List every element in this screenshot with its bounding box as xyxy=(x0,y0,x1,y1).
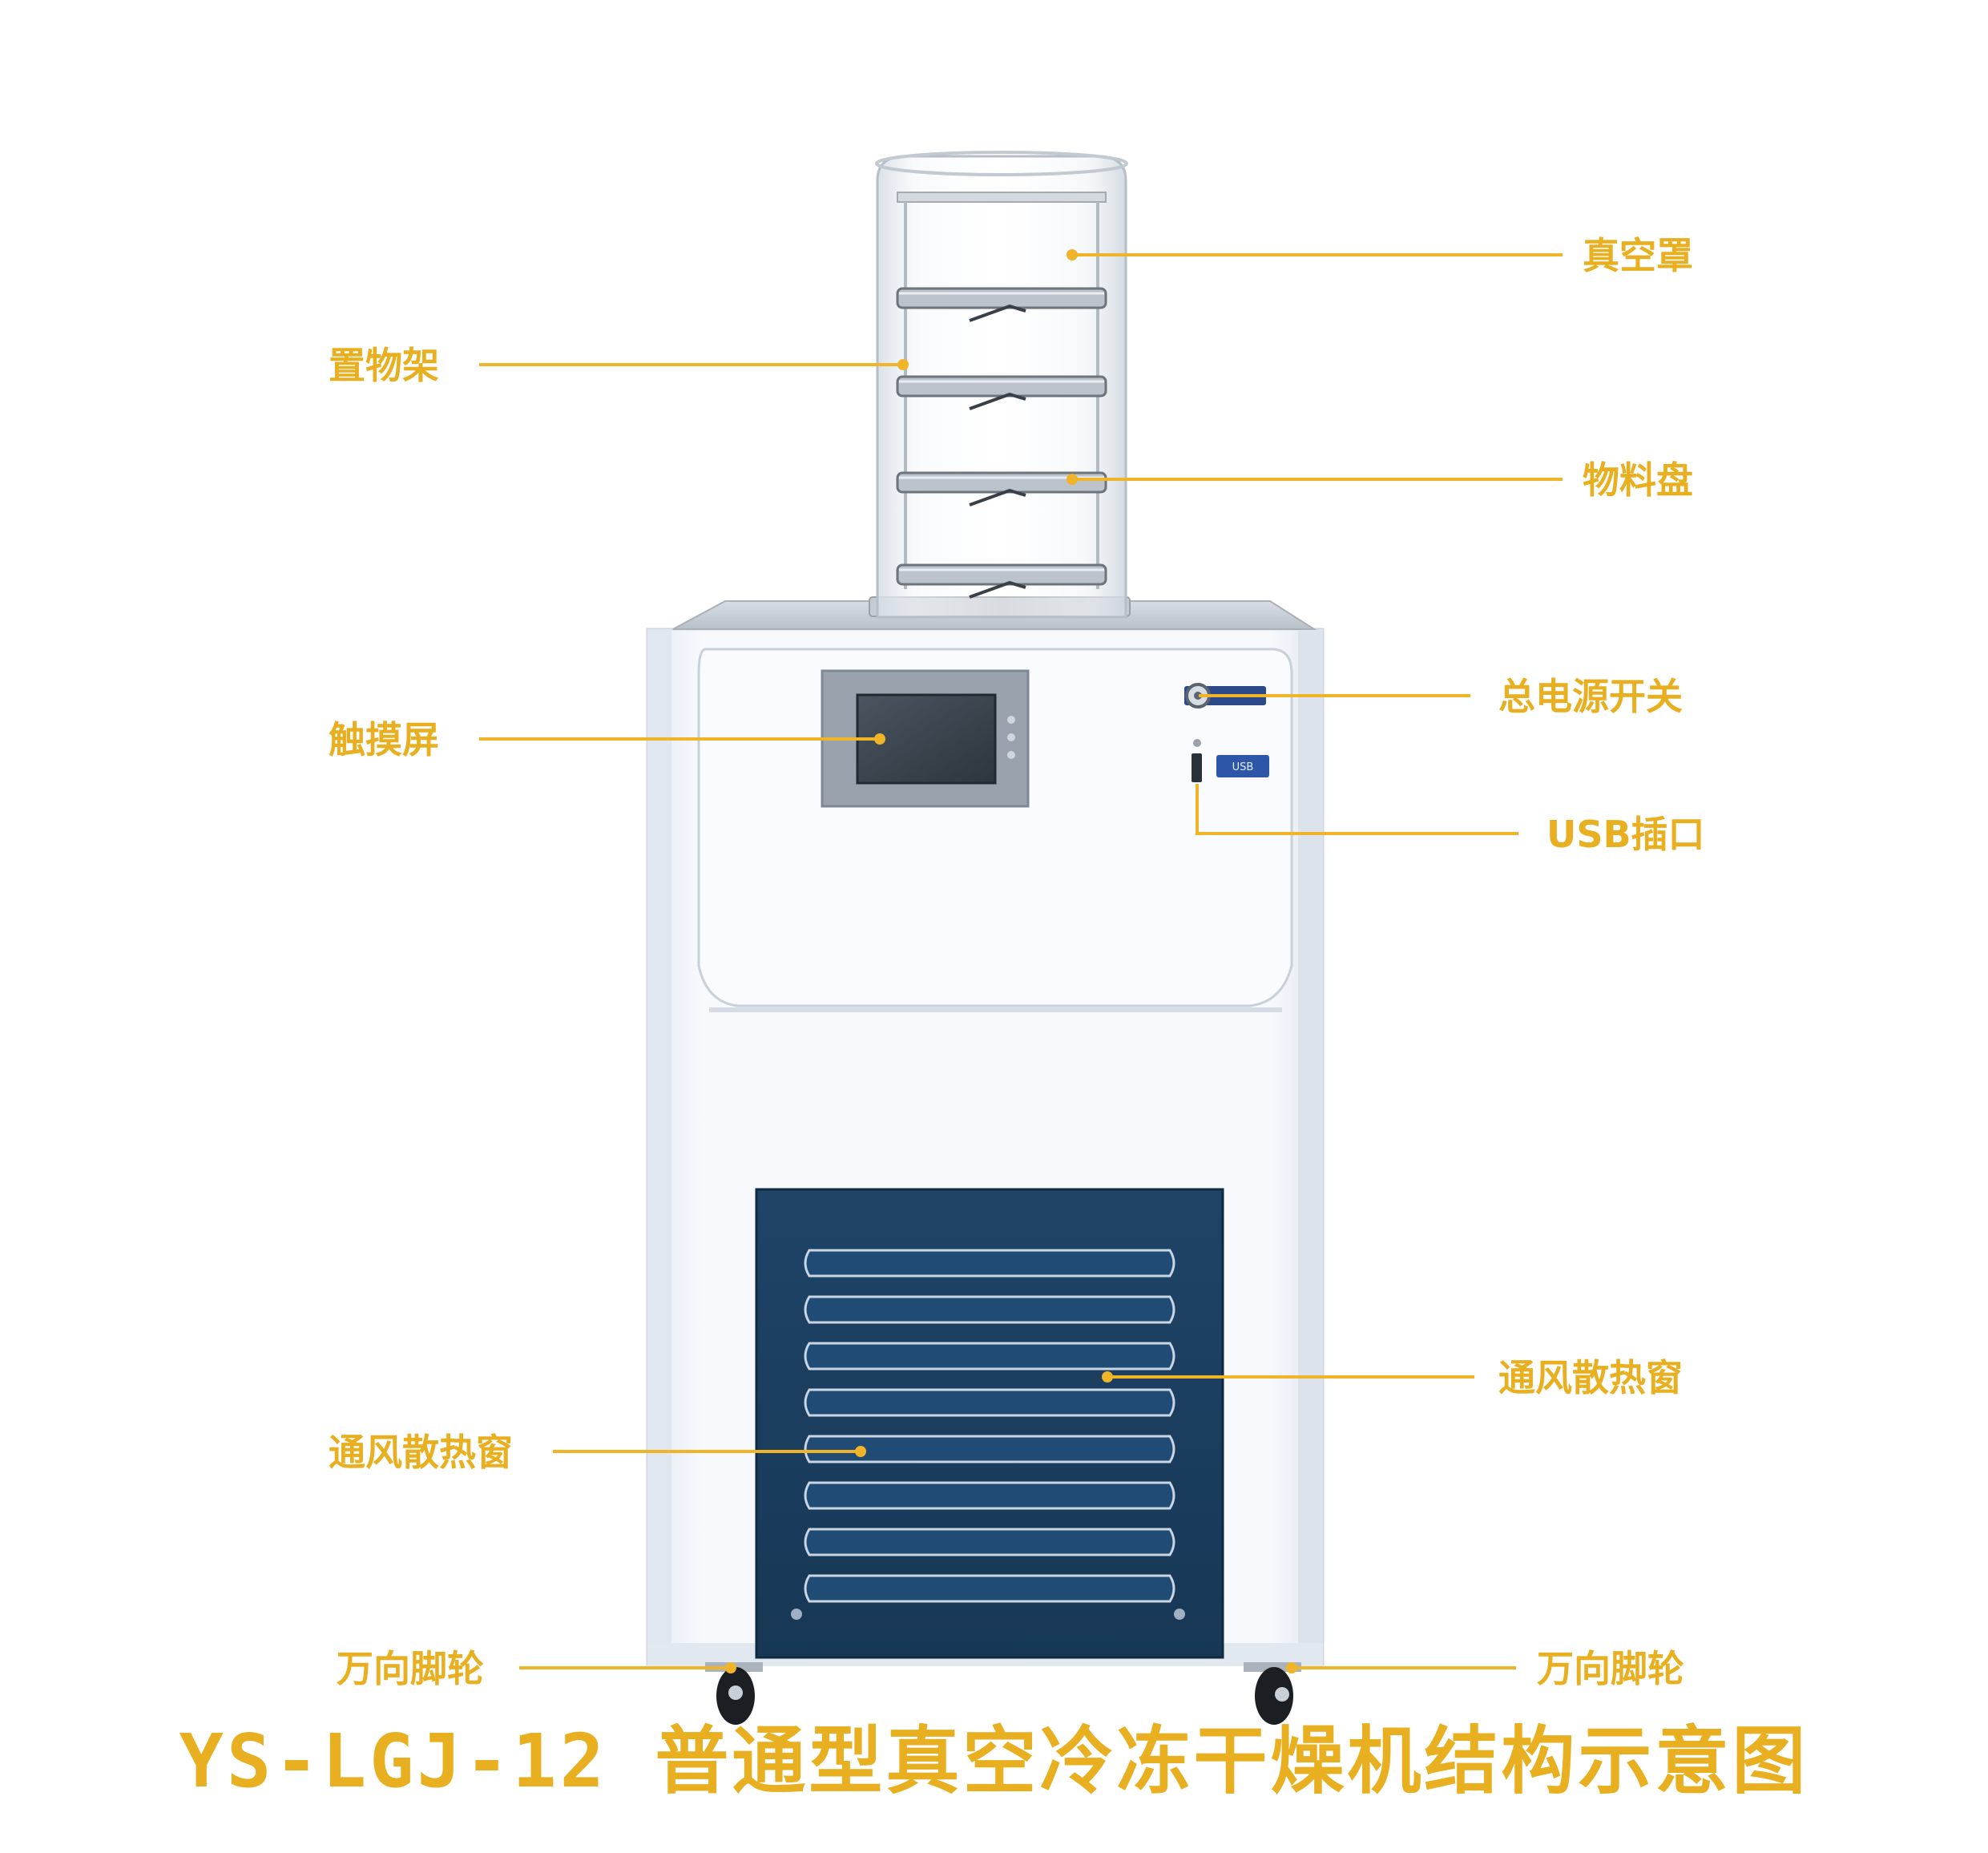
vent-louvers xyxy=(804,1249,1175,1603)
vent-louver xyxy=(804,1295,1175,1324)
vent-louver xyxy=(804,1481,1175,1510)
callout-lines xyxy=(479,253,1563,1669)
tray-bracket xyxy=(969,304,1026,322)
diagram-title: YS-LGJ-12 普通型真空冷冻干燥机结构示意图 xyxy=(179,1718,1809,1804)
label-touch-screen: 触摸屏 xyxy=(329,718,439,761)
label-main-power-switch: 总电源开关 xyxy=(1498,675,1683,718)
leader-dot xyxy=(725,1662,736,1673)
touch-screen-led xyxy=(1007,716,1015,724)
material-tray xyxy=(896,563,1107,586)
label-vent-right: 通风散热窗 xyxy=(1498,1356,1683,1399)
label-material-tray: 物料盘 xyxy=(1583,458,1693,502)
caster-hub xyxy=(1275,1687,1289,1702)
vent-screw xyxy=(791,1609,802,1620)
vent-louver xyxy=(804,1342,1175,1371)
usb-indicator-dot xyxy=(1193,739,1201,747)
power-switch-center xyxy=(1194,692,1202,700)
label-usb-port: USB插口 xyxy=(1546,813,1705,856)
vent-louver xyxy=(804,1574,1175,1603)
tray-bracket xyxy=(969,580,1026,599)
leader-dot xyxy=(874,733,885,745)
vacuum-chamber xyxy=(869,151,1131,619)
vent-louver xyxy=(804,1528,1175,1556)
leader-dot xyxy=(855,1446,866,1457)
vent-louver xyxy=(804,1435,1175,1463)
leader-dot xyxy=(1102,1371,1113,1383)
tray-bracket xyxy=(969,392,1026,410)
leader-dot xyxy=(1286,1662,1297,1673)
cabinet-side-trim-right xyxy=(1298,629,1323,1665)
label-caster-left: 万向脚轮 xyxy=(337,1647,484,1690)
leader-usb-port xyxy=(1196,784,1518,835)
material-tray xyxy=(896,375,1107,398)
cabinet-side-trim-left xyxy=(647,629,671,1665)
usb-label-plate xyxy=(1216,755,1269,777)
label-caster-right: 万向脚轮 xyxy=(1537,1647,1684,1690)
vacuum-cover-rim xyxy=(875,151,1128,176)
material-tray xyxy=(896,287,1107,309)
leader-dot xyxy=(1067,474,1078,485)
label-shelf-rack: 置物架 xyxy=(329,344,439,387)
label-vacuum-cover: 真空罩 xyxy=(1583,234,1693,277)
usb-port: USB xyxy=(1192,739,1269,782)
caster-wheel xyxy=(1255,1667,1293,1725)
material-trays xyxy=(896,287,1107,599)
leader-dot xyxy=(1067,249,1078,260)
vent-screw xyxy=(1174,1609,1185,1620)
tray-bracket xyxy=(969,488,1026,507)
usb-label-text: USB xyxy=(1232,761,1254,773)
touch-screen-led xyxy=(1007,733,1015,741)
label-vent-left: 通风散热窗 xyxy=(329,1431,513,1474)
vent-louver xyxy=(804,1249,1175,1278)
touch-screen-led xyxy=(1007,751,1015,759)
leader-dot xyxy=(897,359,909,370)
callout-dots xyxy=(725,249,1297,1673)
vent-louver xyxy=(804,1388,1175,1417)
shelf-top-plate xyxy=(897,192,1107,203)
vent-panel xyxy=(755,1188,1224,1659)
usb-slot xyxy=(1192,753,1202,782)
caster-hub xyxy=(728,1685,743,1700)
